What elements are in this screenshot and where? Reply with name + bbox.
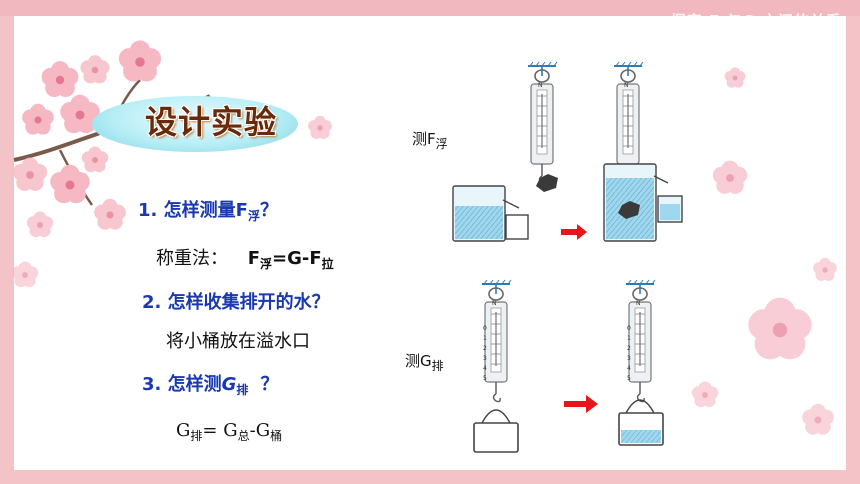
spring-scale [527,61,558,185]
title-badge-background [92,96,298,152]
scale-tick: 3 [483,355,487,362]
scale-tick: 5 [483,375,487,382]
scale-tick: 3 [627,355,631,362]
scale-unit-label: N [492,300,497,307]
question-1: 1. 怎样测量F浮？ [138,200,278,223]
scale-tick: 2 [627,345,631,352]
small-bucket [505,214,529,240]
stone-weight [536,174,558,192]
corner-title: 探究 F 与G 之间的关系 [670,12,842,30]
scale-tick: 1 [627,335,631,342]
question-3: 3. 怎样测G排？ [142,374,279,397]
top-band [0,0,860,16]
scale-tick: 5 [627,375,631,382]
answer-2: 将小桶放在溢水口 [166,331,310,352]
scale-unit-label: N [538,82,543,89]
scale-tick: 0 [627,325,631,332]
arrow-right-icon [564,395,598,413]
answer-1: 称重法： F浮=G-F拉 [156,248,334,271]
scale-tick: 2 [483,345,487,352]
empty-bucket [473,422,519,453]
label-measure-buoyancy: 测F浮 [412,130,448,151]
question-2: 2. 怎样收集排开的水？ [142,292,330,313]
label-measure-displaced: 测G排 [405,352,444,373]
scale-tick: 0 [483,325,487,332]
scale-tick: 4 [483,365,487,372]
scale-unit-label: N [636,300,641,307]
scale-tick: 1 [483,335,487,342]
title-badge: 设计实验 [145,103,278,141]
scale-tick: 4 [627,365,631,372]
scale-numbers: N N N N 0 1 2 3 4 5 0 1 2 3 4 5 [483,82,641,382]
arrow-right-icon [561,224,587,240]
answer-3: G排= G总-G桶 [176,420,283,443]
scale-unit-label: N [624,82,629,89]
